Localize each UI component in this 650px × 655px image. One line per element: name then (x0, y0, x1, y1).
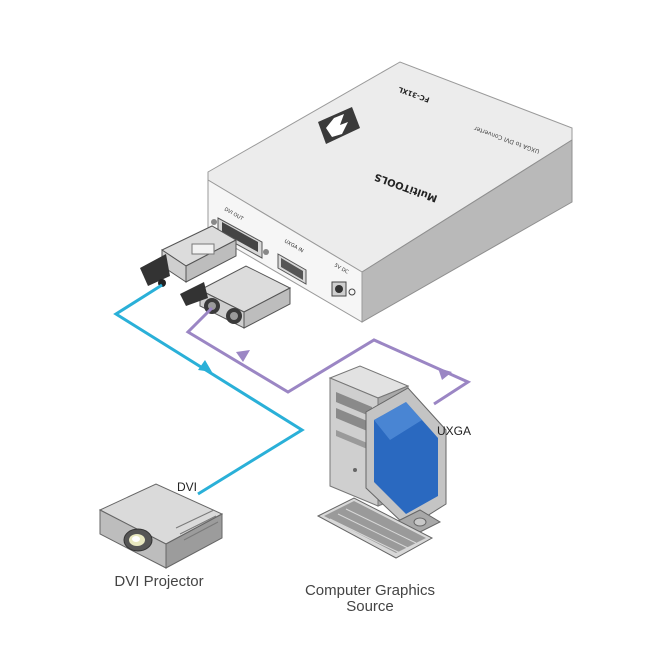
dvi-cable (113, 283, 305, 496)
dvi-direction-arrow (198, 360, 212, 372)
dvi-cable-line (113, 283, 305, 496)
uxga-direction-arrow-2 (438, 368, 452, 380)
uxga-cable-line (185, 306, 472, 406)
source-caption-line1: Computer Graphics (304, 582, 436, 599)
power-port (331, 281, 356, 297)
vga-plug (180, 265, 292, 329)
dvi-projector (98, 483, 224, 569)
uxga-cable-label: UXGA (437, 424, 472, 438)
projector-caption: DVI Projector (114, 573, 204, 590)
fc31xl-device (207, 61, 573, 323)
uxga-direction-arrow-1 (236, 350, 250, 362)
computer-graphics-source (316, 365, 447, 559)
kramer-logo (318, 107, 360, 144)
dvi-cable-label: DVI (177, 480, 198, 494)
uxga-cable (185, 306, 472, 406)
source-caption-line2: Source (346, 598, 394, 615)
device-front-face (207, 179, 363, 323)
uxga-in-port (277, 253, 307, 285)
computer-keyboard (316, 497, 434, 559)
dvi-out-port (211, 217, 269, 259)
dvi-plug (140, 225, 238, 287)
